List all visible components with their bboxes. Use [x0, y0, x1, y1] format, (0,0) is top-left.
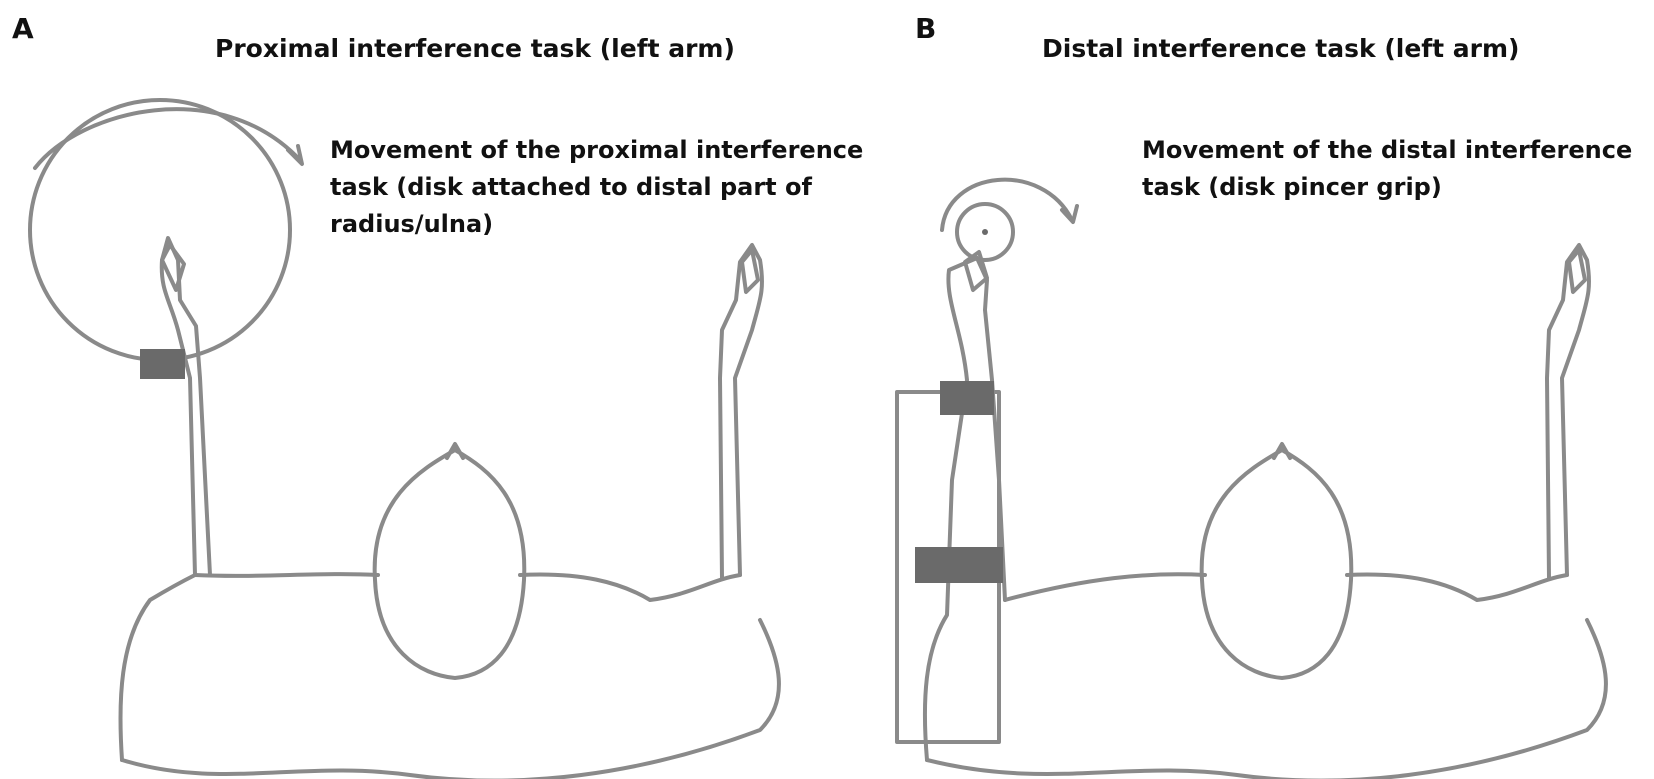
- annotation-line: Movement of the proximal interference: [330, 136, 864, 164]
- torso: [925, 618, 1608, 779]
- arrowhead: [1060, 204, 1079, 224]
- head: [1199, 448, 1354, 680]
- distal-disk: [955, 202, 1015, 262]
- rotation-arrow: [940, 177, 1074, 232]
- shoulder-line: [1345, 572, 1569, 602]
- torso: [120, 618, 781, 779]
- proximal-disk: [28, 98, 292, 362]
- panel-letter: B: [915, 12, 937, 45]
- panel-letter: A: [12, 12, 34, 45]
- movement-annotation: Movement of the distal interference task…: [1142, 132, 1632, 206]
- head-tip: [1272, 442, 1292, 460]
- wrist-band: [940, 381, 994, 415]
- arrowhead: [286, 144, 304, 166]
- annotation-line: task (disk pincer grip): [1142, 173, 1442, 201]
- annotation-line: task (disk attached to distal part of: [330, 173, 812, 201]
- proximal-task-illustration: [28, 98, 781, 779]
- disk-center: [982, 229, 988, 235]
- annotation-line: Movement of the distal interference: [1142, 136, 1633, 164]
- panel-b: B Distal interference task (left arm) Mo…: [827, 0, 1654, 779]
- shoulder-line: [518, 572, 742, 602]
- shoulder-line: [1003, 572, 1207, 602]
- annotation-line: radius/ulna): [330, 210, 494, 238]
- panel-title: Proximal interference task (left arm): [215, 34, 735, 63]
- right-hand: [740, 248, 760, 294]
- left-arm: [922, 256, 1007, 762]
- left-hand: [160, 243, 186, 292]
- left-arm: [118, 236, 212, 762]
- panel-title: Distal interference task (left arm): [1042, 34, 1520, 63]
- shoulder-line: [193, 572, 380, 578]
- wrist-band: [140, 349, 185, 379]
- head: [372, 448, 527, 680]
- movement-annotation: Movement of the proximal interference ta…: [330, 132, 863, 243]
- right-hand: [1567, 248, 1587, 294]
- panel-a: A Proximal interference task (left arm) …: [12, 12, 863, 779]
- left-hand: [963, 250, 989, 292]
- head-tip: [445, 442, 465, 460]
- right-arm: [1545, 243, 1591, 580]
- distal-task-illustration: [895, 177, 1608, 779]
- right-arm: [718, 243, 764, 580]
- rotation-arrow: [33, 107, 302, 170]
- forearm-band: [915, 547, 1003, 583]
